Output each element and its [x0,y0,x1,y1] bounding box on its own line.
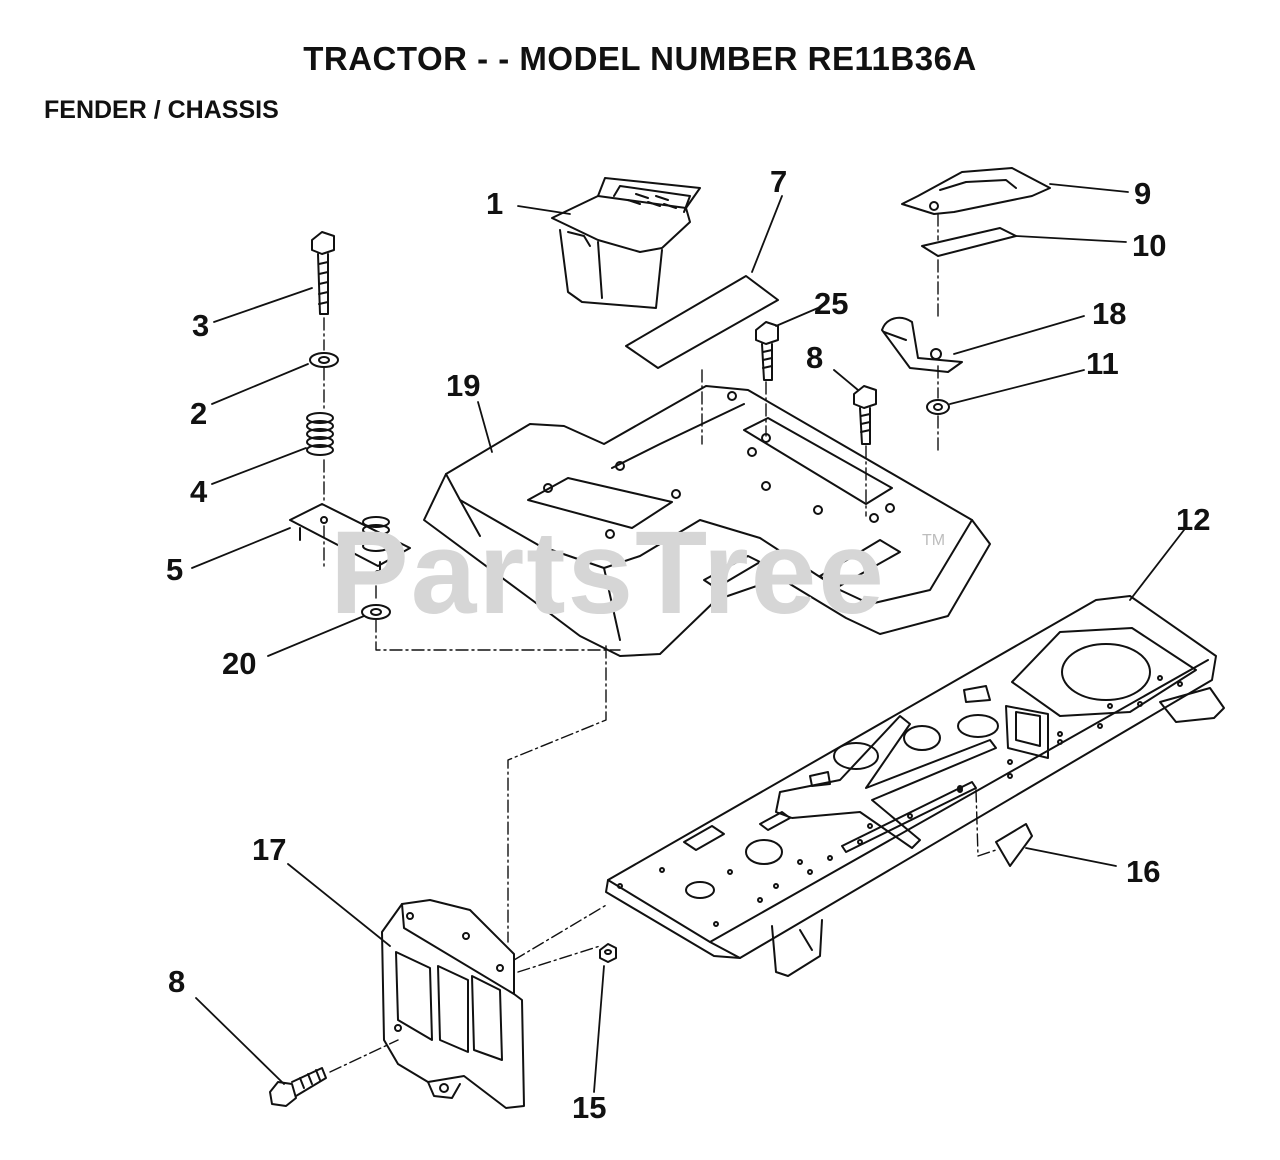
part-16-spacer[interactable] [995,823,1033,867]
callout-2[interactable]: 2 [190,396,208,431]
alignment-lines [323,213,997,1073]
watermark-tm: TM [922,532,946,549]
callout-10[interactable]: 10 [1132,228,1167,263]
part-3-bolt[interactable] [311,231,335,315]
watermark: PartsTree [330,507,886,639]
callout-20[interactable]: 20 [222,646,257,681]
part-11-nut[interactable] [926,399,950,415]
part-8-bolt-lower[interactable] [269,1067,327,1107]
callout-16[interactable]: 16 [1126,854,1161,889]
callout-8-upper[interactable]: 8 [806,340,824,375]
diagram-title: TRACTOR - - MODEL NUMBER RE11B36A [303,40,977,77]
callout-19[interactable]: 19 [446,368,481,403]
callout-11[interactable]: 11 [1086,346,1119,381]
part-25-bolt[interactable] [755,321,779,381]
callout-5[interactable]: 5 [166,552,184,587]
part-17-bracket-plate[interactable] [381,899,525,1109]
callout-9[interactable]: 9 [1134,176,1152,211]
part-7-decal[interactable] [625,275,779,369]
leader-lines [191,183,1185,1093]
callout-17[interactable]: 17 [252,832,287,867]
part-10-plate[interactable] [921,227,1017,257]
part-20-washer[interactable] [361,604,391,620]
callout-3[interactable]: 3 [192,308,210,343]
callout-7[interactable]: 7 [770,164,788,199]
part-1-battery-box[interactable] [551,177,701,309]
callout-18[interactable]: 18 [1092,296,1127,331]
callout-4[interactable]: 4 [190,474,208,509]
part-15-nut[interactable] [599,943,617,963]
callout-12[interactable]: 12 [1176,502,1211,537]
part-4-spring[interactable] [306,412,334,456]
part-5-spring-plate[interactable] [289,503,411,578]
part-9-bracket[interactable] [901,167,1051,215]
part-8-bolt-upper[interactable] [853,385,877,445]
part-2-washer[interactable] [309,352,339,368]
part-18-clamp[interactable] [881,316,963,373]
section-title: FENDER / CHASSIS [44,96,279,124]
callout-15[interactable]: 15 [572,1090,607,1125]
callout-1[interactable]: 1 [486,186,504,221]
callout-8-lower[interactable]: 8 [168,964,186,999]
part-12-chassis-frame[interactable] [605,595,1225,977]
callout-25[interactable]: 25 [814,286,849,321]
